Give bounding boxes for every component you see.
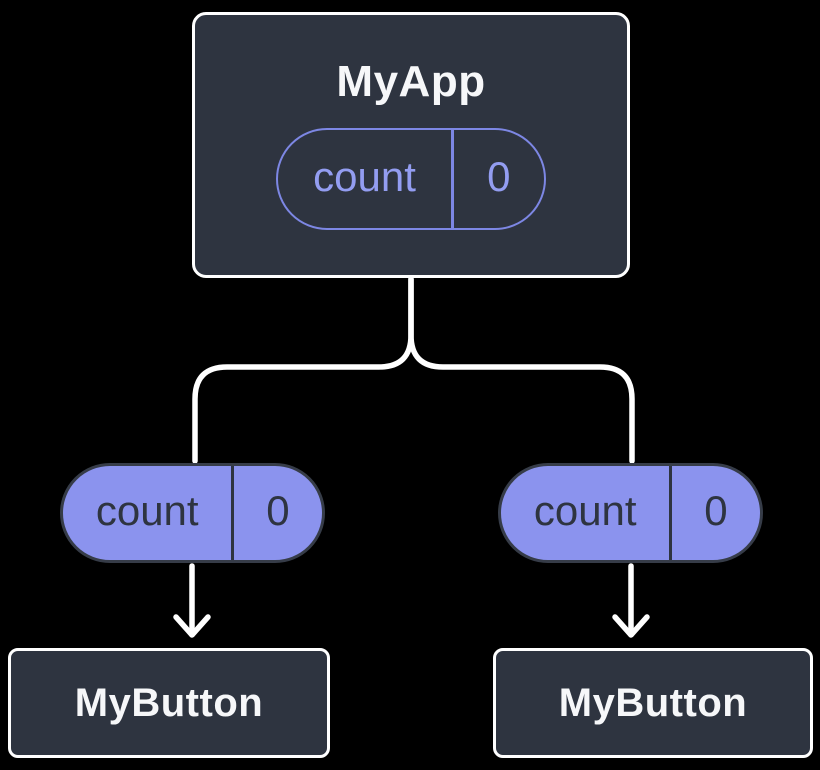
prop-pill-value: 0: [266, 487, 290, 534]
fork-connector-left: [192, 276, 414, 464]
prop-pill-name: count: [95, 487, 199, 534]
pill-divider: [451, 129, 454, 228]
prop-pill-right: count 0: [498, 463, 763, 563]
node-mybutton-left: MyButton: [8, 648, 330, 758]
arrow-down-right-icon: [612, 563, 650, 638]
prop-pill-name: count: [533, 487, 637, 534]
node-mybutton-title: MyButton: [74, 680, 264, 725]
arrow-down-left-icon: [173, 563, 211, 638]
node-mybutton-title: MyButton: [558, 680, 748, 725]
node-myapp: MyApp count 0: [192, 12, 630, 278]
node-mybutton-right: MyButton: [493, 648, 813, 758]
state-pill-value: 0: [487, 152, 511, 200]
fork-connector-right: [408, 276, 635, 464]
prop-pill-value: 0: [704, 487, 728, 534]
state-pill-myapp: count 0: [276, 127, 546, 230]
pill-divider: [231, 466, 234, 560]
node-myapp-title: MyApp: [336, 57, 486, 106]
state-pill-name: count: [313, 152, 416, 200]
pill-divider: [669, 466, 672, 560]
prop-pill-left: count 0: [60, 463, 325, 563]
